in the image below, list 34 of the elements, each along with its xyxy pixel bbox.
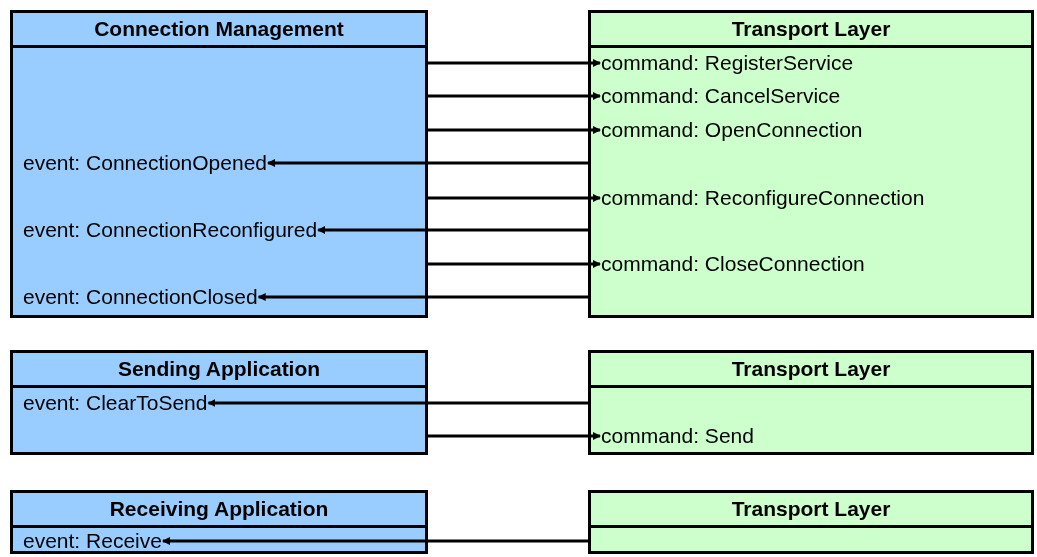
- message-label: event: ClearToSend: [10, 389, 428, 417]
- arrow: [427, 260, 601, 268]
- arrow: [427, 432, 601, 440]
- message-label: command: RegisterService: [588, 49, 1034, 77]
- box-heading: Transport Layer: [591, 493, 1031, 528]
- message-label: command: CancelService: [588, 82, 1034, 110]
- box-heading: Transport Layer: [591, 13, 1031, 48]
- component-box: [588, 10, 1034, 318]
- arrow: [427, 92, 601, 100]
- message-label: command: Send: [588, 422, 1034, 450]
- box-heading: Receiving Application: [13, 493, 425, 528]
- box-heading: Sending Application: [13, 353, 425, 388]
- arrow: [267, 159, 589, 167]
- message-label: event: ConnectionReconfigured: [10, 216, 428, 244]
- component-box: [10, 490, 428, 554]
- component-box: [588, 490, 1034, 554]
- message-label: command: ReconfigureConnection: [588, 184, 1034, 212]
- component-box: [588, 350, 1034, 455]
- arrow: [207, 399, 589, 407]
- message-label: event: ConnectionOpened: [10, 149, 428, 177]
- arrow: [427, 194, 601, 202]
- arrow: [257, 293, 589, 301]
- box-heading: Transport Layer: [591, 353, 1031, 388]
- message-label: command: OpenConnection: [588, 116, 1034, 144]
- message-label: event: ConnectionClosed: [10, 283, 428, 311]
- arrow: [317, 226, 589, 234]
- component-box: [10, 10, 428, 318]
- message-label: event: Receive: [10, 527, 428, 555]
- arrow: [427, 126, 601, 134]
- box-heading: Connection Management: [13, 13, 425, 48]
- arrow: [161, 537, 589, 545]
- arrow: [427, 59, 601, 67]
- message-label: command: CloseConnection: [588, 250, 1034, 278]
- component-box: [10, 350, 428, 455]
